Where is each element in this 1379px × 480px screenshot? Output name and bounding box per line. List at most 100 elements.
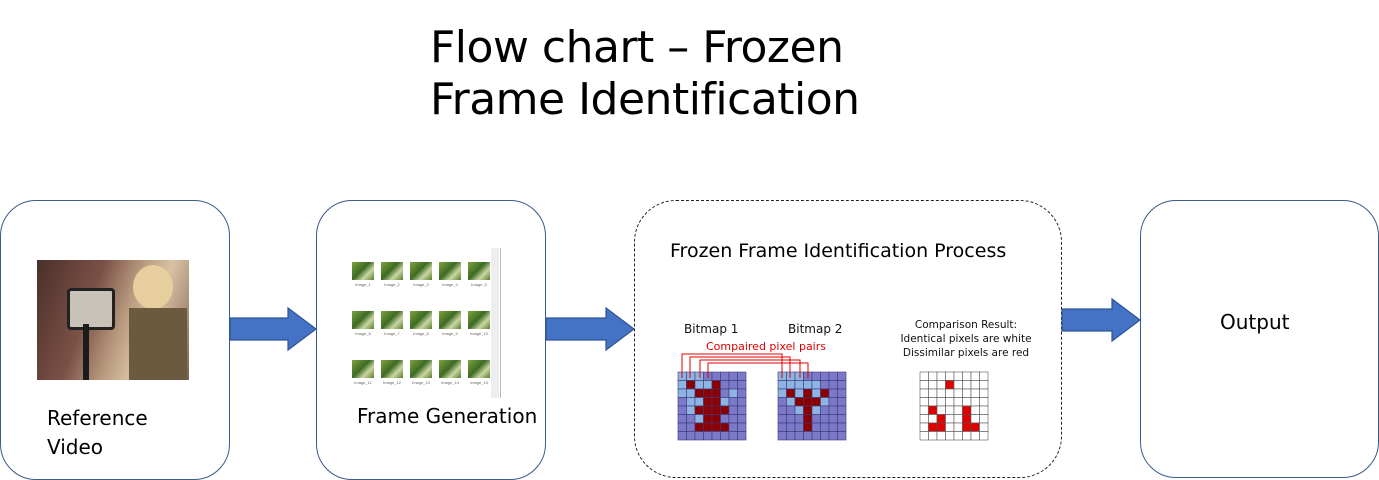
bitmap-1-pixel: [694, 422, 704, 432]
frame-thumbnail-caption: Image_12: [383, 380, 401, 385]
bitmap-2-pixel: [777, 405, 787, 415]
bitmap-2-pixel: [803, 422, 813, 432]
bitmap-1-pixel: [737, 388, 747, 398]
result-pixel: [945, 397, 955, 407]
bitmap-1-pixel: [711, 388, 721, 398]
bitmap-2-pixel: [811, 371, 821, 381]
bitmap-1-pixel: [694, 380, 704, 390]
frame-thumbnail: [381, 311, 403, 329]
frame-thumbnail-caption: Image_5: [471, 282, 487, 287]
bitmap-2-pixel: [794, 380, 804, 390]
result-pixel: [945, 388, 955, 398]
frame-thumbnail: [468, 360, 490, 378]
result-pixel: [953, 431, 963, 441]
bitmap-1-pixel: [737, 405, 747, 415]
bitmap-1-pixel: [677, 388, 687, 398]
result-pixel: [979, 380, 989, 390]
result-pixel: [953, 414, 963, 424]
bitmap-1-pixel: [711, 431, 721, 441]
frame-thumbnail: [410, 311, 432, 329]
result-pixel: [970, 414, 980, 424]
bitmap-1-pixel: [728, 397, 738, 407]
result-pixel: [936, 414, 946, 424]
bitmap-1-pixel: [720, 371, 730, 381]
result-pixel: [919, 397, 929, 407]
result-pixel: [945, 405, 955, 415]
bitmap-2-pixel: [837, 405, 847, 415]
result-pixel: [970, 397, 980, 407]
bitmap-1-pixel: [703, 405, 713, 415]
bitmap-2-pixel: [777, 414, 787, 424]
reference-video-label: Reference Video: [47, 404, 148, 462]
frame-thumbnail: [352, 311, 374, 329]
bitmap-2-pixel: [828, 431, 838, 441]
bitmap-1-pixel: [703, 431, 713, 441]
bitmap-2-pixel: [803, 388, 813, 398]
bitmap-1-pixel: [677, 431, 687, 441]
bitmap-2-pixel: [786, 405, 796, 415]
frame-thumbnail: [381, 360, 403, 378]
bitmap-1-pixel: [686, 405, 696, 415]
bitmap-2-pixel: [811, 422, 821, 432]
result-pixel: [945, 414, 955, 424]
bitmap-1-pixel: [677, 414, 687, 424]
result-pixel: [936, 397, 946, 407]
result-pixel: [945, 371, 955, 381]
bitmap-2-pixel: [803, 397, 813, 407]
bitmap-2-pixel: [786, 397, 796, 407]
bitmap-1-pixel: [686, 397, 696, 407]
bitmap-1-pixel: [677, 380, 687, 390]
bitmap-2-pixel: [811, 414, 821, 424]
result-pixel: [979, 405, 989, 415]
result-pixel: [962, 431, 972, 441]
frame-thumbnail-caption: Image_10: [470, 331, 488, 336]
reference-video-label-line-1: Reference: [47, 406, 148, 430]
bitmap-2-pixel: [777, 422, 787, 432]
bitmap-2-pixel: [803, 414, 813, 424]
bitmap-2-pixel: [828, 388, 838, 398]
result-pixel: [953, 388, 963, 398]
result-pixel: [962, 397, 972, 407]
bitmap-1-pixel: [720, 388, 730, 398]
bitmap-1-pixel: [686, 414, 696, 424]
thumbnail-scrollbar[interactable]: [491, 248, 499, 398]
result-pixel: [919, 431, 929, 441]
bitmap-2-pixel: [794, 405, 804, 415]
pixel-pairs-label: Compaired pixel pairs: [706, 340, 826, 353]
bitmap-2-label: Bitmap 2: [788, 322, 843, 336]
process-label: Frozen Frame Identification Process: [670, 240, 1007, 262]
bitmap-1-pixel: [737, 431, 747, 441]
frame-thumbnail-caption: Image_2: [384, 282, 400, 287]
bitmap-2-pixel: [820, 431, 830, 441]
bitmap-2-pixel: [828, 414, 838, 424]
bitmap-1-pixel: [711, 380, 721, 390]
bitmap-2-pixel: [803, 380, 813, 390]
bitmap-2-pixel: [837, 380, 847, 390]
result-pixel: [979, 414, 989, 424]
bitmap-1-pixel: [728, 422, 738, 432]
bitmap-1-pixel: [728, 414, 738, 424]
result-pixel: [936, 371, 946, 381]
bitmap-1-pixel: [711, 405, 721, 415]
bitmap-2-pixel: [820, 371, 830, 381]
result-pixel: [928, 397, 938, 407]
bitmap-1-pixel: [728, 371, 738, 381]
result-pixel: [936, 388, 946, 398]
bitmap-1-pixel: [694, 388, 704, 398]
frame-thumbnail: [468, 262, 490, 280]
bitmap-1-pixel: [720, 414, 730, 424]
result-pixel: [928, 371, 938, 381]
bitmap-1-pixel: [677, 422, 687, 432]
bitmap-2-pixel: [777, 397, 787, 407]
bitmap-1-pixel: [694, 414, 704, 424]
bitmap-2-pixel: [786, 388, 796, 398]
bitmap-2-pixel: [777, 380, 787, 390]
bitmap-2-pixel: [777, 388, 787, 398]
bitmap-2-pixel: [786, 422, 796, 432]
bitmap-2-pixel: [820, 380, 830, 390]
bitmap-2-pixel: [794, 422, 804, 432]
result-pixel: [962, 371, 972, 381]
bitmap-1-pixel: [686, 431, 696, 441]
bitmap-2-pixel: [837, 371, 847, 381]
bitmap-1-pixel: [728, 380, 738, 390]
